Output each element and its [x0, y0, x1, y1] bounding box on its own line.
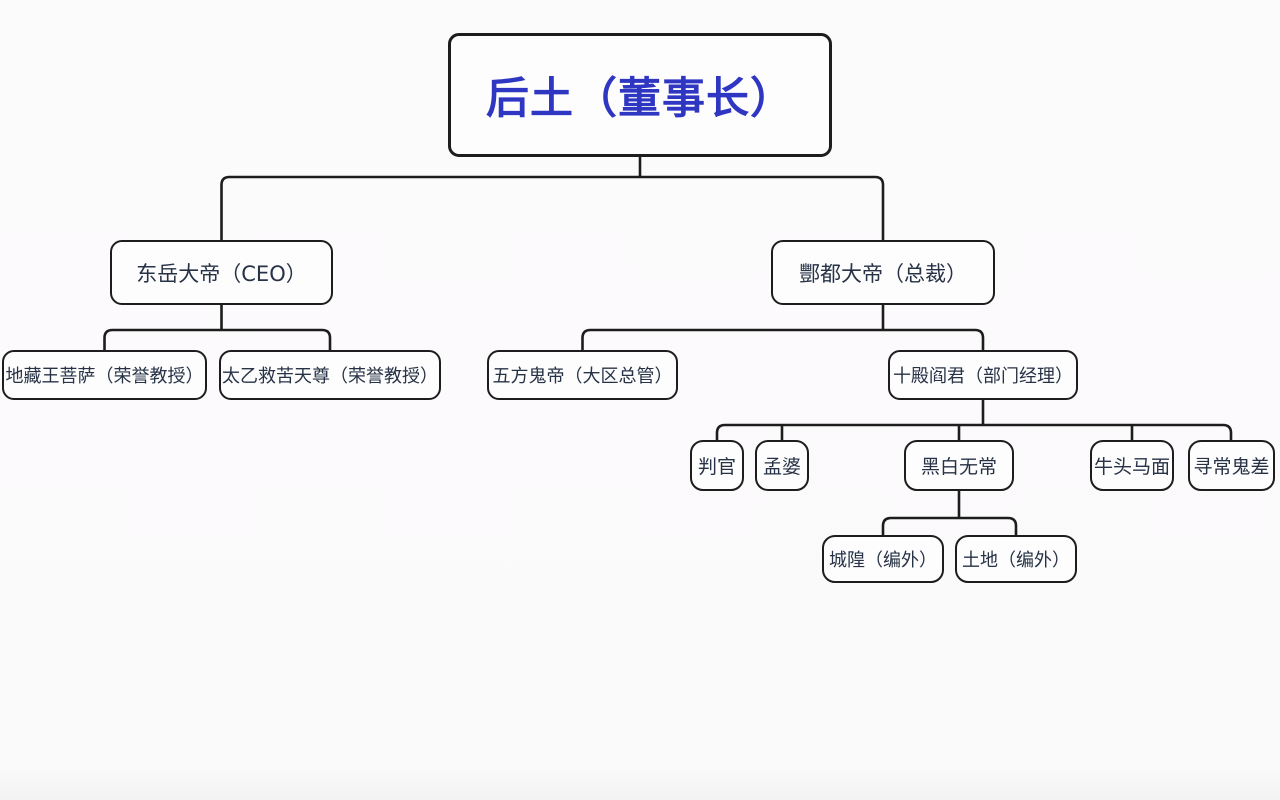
org-node-heibai-wuchang: 黑白无常: [904, 440, 1014, 491]
org-node-niutou-mamian: 牛头马面: [1090, 440, 1174, 491]
org-node-chenghuang-offstaff: 城隍（编外）: [822, 535, 944, 583]
org-node-wufang-regional-manager: 五方鬼帝（大区总管）: [487, 350, 678, 400]
connector-tenkings-children: [715, 423, 1233, 440]
org-node-mengpo: 孟婆: [755, 440, 809, 491]
org-node-panguan: 判官: [690, 440, 744, 491]
org-node-tudi-offstaff: 土地（编外）: [955, 535, 1077, 583]
org-node-houtu-chairman: 后土（董事长）: [448, 33, 832, 157]
connector-root-children: [220, 175, 885, 240]
org-node-xunchang-guichai: 寻常鬼差: [1188, 440, 1275, 491]
org-node-dizang-professor: 地藏王菩萨（荣誉教授）: [2, 350, 207, 400]
org-node-dongyue-ceo: 东岳大帝（CEO）: [110, 240, 333, 305]
connector-heibai-children: [881, 516, 1018, 535]
org-node-fengdu-president: 酆都大帝（总裁）: [771, 240, 995, 305]
org-node-taiyi-professor: 太乙救苦天尊（荣誉教授）: [219, 350, 441, 400]
connector-ceo-children: [103, 328, 332, 350]
connector-president-children: [581, 328, 985, 350]
org-node-tenkings-dept-manager: 十殿阎君（部门经理）: [888, 350, 1078, 400]
